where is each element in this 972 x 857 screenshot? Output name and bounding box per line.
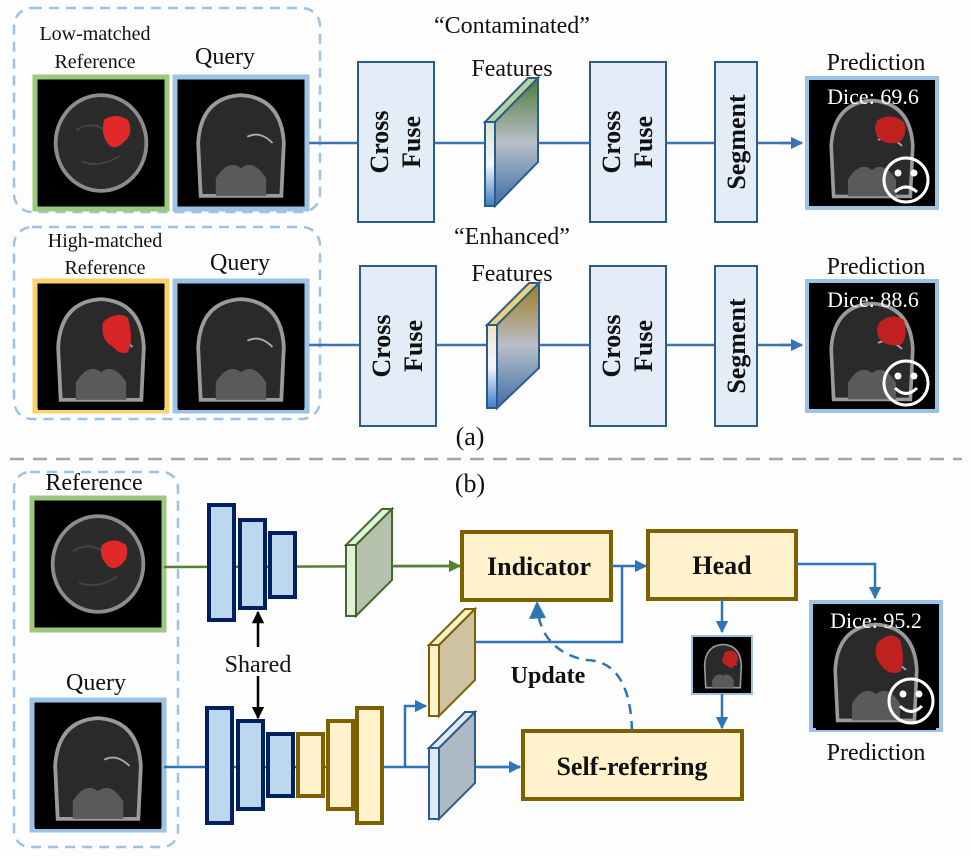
reference-label-row1-line2: Reference (54, 51, 135, 73)
query-label-row2: Query (210, 250, 270, 276)
reference-label-row1-line1: Low-matched (39, 23, 150, 45)
cross-fuse-block-row2-a: Cross Fuse (359, 265, 437, 427)
query-image-b (29, 697, 167, 833)
reference-label-row2-line2: Reference (64, 257, 145, 279)
reference-image-row1 (32, 74, 170, 212)
reference-feature-map (343, 506, 395, 619)
head-label: Head (692, 551, 752, 580)
intermediate-prediction-image (691, 635, 753, 695)
features-label-row2-line2: Features (471, 261, 552, 287)
query-encoder (205, 706, 295, 825)
prediction-image-row1: Dice: 69.6 (805, 76, 939, 210)
query-label-b: Query (66, 670, 126, 696)
dice-score-row1: Dice: 69.6 (827, 84, 919, 109)
segment-label: Segment (722, 298, 751, 394)
tumor-mask (102, 314, 131, 354)
prediction-image-row2: Dice: 88.6 (805, 279, 939, 413)
input-group-row2 (12, 225, 322, 421)
cross-fuse-label: Fuse (629, 320, 658, 372)
query-image-row2 (172, 278, 310, 414)
cross-fuse-label: Cross (365, 110, 394, 173)
cross-fuse-label: Fuse (397, 116, 426, 168)
tumor-mask (102, 116, 131, 148)
reference-image-b (29, 495, 167, 633)
tumor-mask (875, 635, 903, 673)
features-label-row2-line1: “Enhanced” (454, 224, 570, 250)
features-label-row1-line1: “Contaminated” (434, 13, 590, 39)
final-prediction-image: Dice: 95.2 (809, 600, 943, 732)
tumor-mask (877, 316, 906, 346)
dice-score-row2: Dice: 88.6 (827, 287, 919, 312)
reference-image-row2 (32, 278, 170, 414)
reference-encoder (207, 503, 297, 622)
happy-face-icon (882, 359, 930, 407)
indicator-block: Indicator (460, 530, 613, 602)
input-group-row1 (12, 6, 322, 214)
cross-fuse-label: Fuse (629, 116, 658, 168)
segment-label: Segment (722, 94, 751, 190)
caption-a: (a) (456, 422, 485, 451)
sad-face-icon (882, 156, 930, 204)
arrow-to-query-feature-top (403, 699, 428, 767)
tumor-mask (722, 650, 738, 668)
segment-block-row2: Segment (714, 265, 758, 427)
arrow-to-final-prediction (796, 562, 882, 600)
self-referring-block: Self-referring (521, 729, 744, 801)
segment-block-row1: Segment (714, 61, 758, 223)
enhanced-feature-map (484, 280, 542, 411)
update-feedback-arrow (535, 604, 634, 732)
cross-fuse-block-row1-b: Cross Fuse (589, 61, 667, 223)
update-arrowhead (529, 601, 546, 619)
query-feature-map-gold (426, 606, 478, 719)
contaminated-feature-map (482, 75, 541, 209)
features-label-row1-line2: Features (471, 56, 552, 82)
reference-label-row2-line1: High-matched (48, 230, 162, 252)
cross-fuse-label: Fuse (399, 320, 428, 372)
query-image-row1 (172, 74, 310, 212)
cross-fuse-label: Cross (597, 110, 626, 173)
prediction-label-row2: Prediction (827, 254, 926, 280)
final-prediction-label: Prediction (827, 740, 926, 766)
happy-face-icon (887, 677, 935, 725)
query-feature-map-blue (426, 709, 478, 822)
cross-fuse-label: Cross (367, 314, 396, 377)
prediction-label-row1: Prediction (827, 50, 926, 76)
query-feature-to-head-line (475, 567, 624, 644)
indicator-label: Indicator (487, 552, 591, 581)
caption-b: (b) (455, 469, 485, 498)
dice-score-final: Dice: 95.2 (830, 608, 922, 633)
tumor-mask (875, 116, 906, 144)
input-group-b (12, 470, 180, 849)
cross-fuse-label: Cross (597, 314, 626, 377)
cross-fuse-block-row2-b: Cross Fuse (589, 265, 667, 427)
tumor-mask (100, 540, 128, 569)
self-referring-label: Self-referring (556, 752, 707, 781)
update-label: Update (511, 663, 586, 689)
query-label-row1: Query (195, 44, 255, 70)
shared-label: Shared (225, 652, 292, 678)
reference-label-b: Reference (45, 470, 142, 496)
cross-fuse-block-row1-a: Cross Fuse (357, 61, 435, 223)
head-block: Head (646, 529, 798, 601)
query-decoder (296, 706, 384, 825)
